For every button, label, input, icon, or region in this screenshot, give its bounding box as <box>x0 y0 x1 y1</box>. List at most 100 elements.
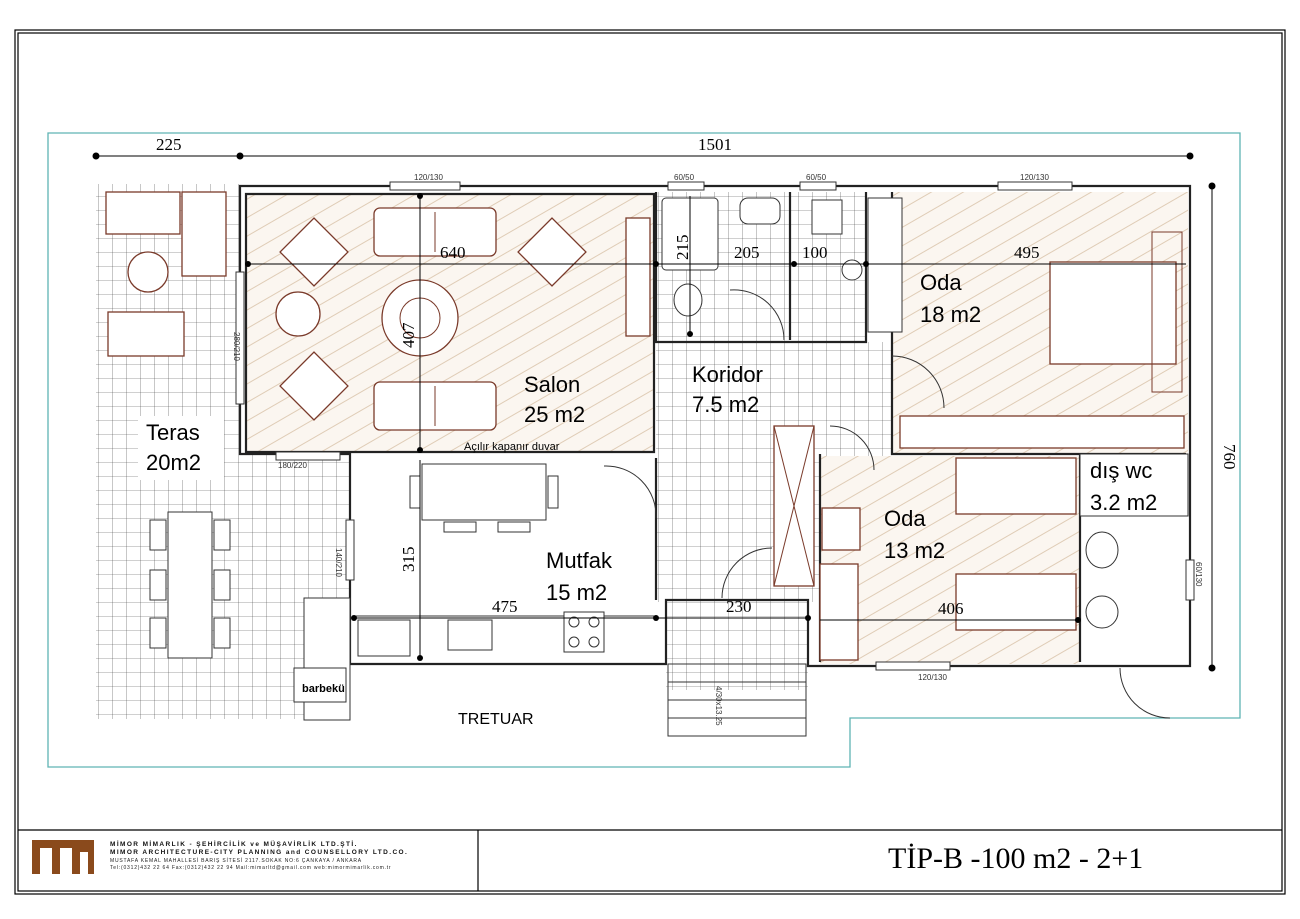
dimension-node <box>1186 152 1194 160</box>
label-wc-window: 60/130 <box>1194 562 1203 587</box>
room-mutfak-name: Mutfak <box>546 548 613 573</box>
room-koridor-area: 7.5 m2 <box>692 392 759 417</box>
dim-kitchen-width: 475 <box>492 597 518 616</box>
label-teras-door: 280/210 <box>232 332 241 361</box>
double-bed <box>1049 261 1177 365</box>
dimension-node <box>805 615 811 621</box>
dim-terrace-width: 225 <box>156 135 182 154</box>
dis-wc-toilet <box>1085 531 1119 569</box>
armchair <box>279 351 349 421</box>
teras-dining-table <box>167 511 213 659</box>
dimension-node <box>1208 182 1216 190</box>
bath-window-2 <box>799 181 837 191</box>
room-teras-name: Teras <box>146 420 200 445</box>
room-teras-area: 20m2 <box>146 450 201 475</box>
single-bed-2 <box>955 573 1077 631</box>
dimension-node <box>417 655 423 661</box>
dimension-node <box>653 261 659 267</box>
dim-bath-depth: 215 <box>673 235 692 261</box>
armchair <box>279 217 349 287</box>
label-oda1-window: 120/130 <box>1020 173 1049 182</box>
teras-chair <box>149 569 167 601</box>
dimension-node <box>863 261 869 267</box>
room-oda2-name: Oda <box>884 506 926 531</box>
salon-teras-door <box>235 271 245 405</box>
room-mutfak-area: 15 m2 <box>546 580 607 605</box>
tv-unit <box>625 217 651 337</box>
teras-round-table <box>127 251 169 293</box>
teras-chair <box>213 617 231 649</box>
room-salon-name: Salon <box>524 372 580 397</box>
dis-wc-label-area <box>1079 453 1189 517</box>
dining-table <box>421 463 547 521</box>
dimension-node <box>92 152 100 160</box>
toilet <box>673 283 703 317</box>
dining-chair <box>443 521 477 533</box>
dim-oda2-width: 406 <box>938 599 964 618</box>
barbecue-label-box <box>293 667 347 703</box>
room-dis-wc-name: dış wc <box>1090 458 1152 483</box>
site-boundary <box>47 132 1241 768</box>
teras-sofa-1 <box>105 191 181 235</box>
kitchen-door-swing <box>603 465 657 519</box>
label-bath-window-2: 60/50 <box>806 173 827 182</box>
firm-contact: Tel:(0312)432 22 64 Fax:(0312)432 22 94 … <box>110 865 391 871</box>
dim-wc-width: 100 <box>802 243 828 262</box>
dimension-node <box>417 447 423 453</box>
dimension-node <box>236 152 244 160</box>
sheet-outer-frame <box>14 29 1286 895</box>
single-bed-1 <box>955 457 1077 515</box>
oda2-cabinet <box>819 563 859 661</box>
dimension-node <box>1075 617 1081 623</box>
label-salon-window: 120/130 <box>414 173 443 182</box>
room-koridor-name: Koridor <box>692 362 763 387</box>
oda1-wardrobe <box>867 197 903 333</box>
side-table <box>275 291 321 337</box>
kitchen-teras-door <box>275 451 341 461</box>
sheet-inner-frame <box>17 32 1283 892</box>
teras-chair <box>149 617 167 649</box>
entry-floor <box>666 598 808 690</box>
oda2-door-swing <box>829 425 875 471</box>
salon-window <box>389 181 461 191</box>
label-kitchen-teras-door: 180/220 <box>278 461 307 470</box>
dim-total-depth: 760 <box>1220 444 1239 470</box>
kitchen-sink <box>447 619 493 651</box>
bath-door-swing <box>729 289 785 341</box>
wc-sink <box>841 259 863 281</box>
teras-label-bg <box>138 416 224 480</box>
teras-chair <box>213 569 231 601</box>
dimension-node <box>687 331 693 337</box>
teras-sofa-3 <box>107 311 185 357</box>
room-dis-wc-area: 3.2 m2 <box>1090 490 1157 515</box>
wc-window <box>1185 559 1195 601</box>
sheet-title: TİP-B -100 m2 - 2+1 <box>888 842 1143 875</box>
oda1-door-swing <box>891 355 945 409</box>
armchair <box>517 217 587 287</box>
dimension-node <box>351 615 357 621</box>
dim-kitchen-depth: 315 <box>399 547 418 573</box>
room-oda1-name: Oda <box>920 270 962 295</box>
wardrobe-cross <box>773 425 815 587</box>
bath-window-1 <box>667 181 705 191</box>
dining-chair <box>547 475 559 509</box>
entry-door-swing <box>721 547 773 599</box>
note-sidewalk: TRETUAR <box>458 711 534 728</box>
firm-logo <box>32 840 94 874</box>
room-oda1-area: 18 m2 <box>920 302 981 327</box>
teras-chair <box>213 519 231 551</box>
note-barbecue: barbekü <box>302 683 345 695</box>
burner <box>588 616 600 628</box>
wc-squat-toilet <box>811 199 843 235</box>
firm-name-en: MIMOR ARCHITECTURE-CITY PLANNING and COU… <box>110 849 408 856</box>
burner <box>568 636 580 648</box>
dimension-node <box>791 261 797 267</box>
burner <box>588 636 600 648</box>
teras-chair <box>149 519 167 551</box>
dining-chair <box>409 475 421 509</box>
wc-door-swing <box>1119 667 1171 719</box>
dim-salon-width: 640 <box>440 243 466 262</box>
oda2-desk <box>821 507 861 551</box>
kitchen-side-door <box>345 519 355 581</box>
